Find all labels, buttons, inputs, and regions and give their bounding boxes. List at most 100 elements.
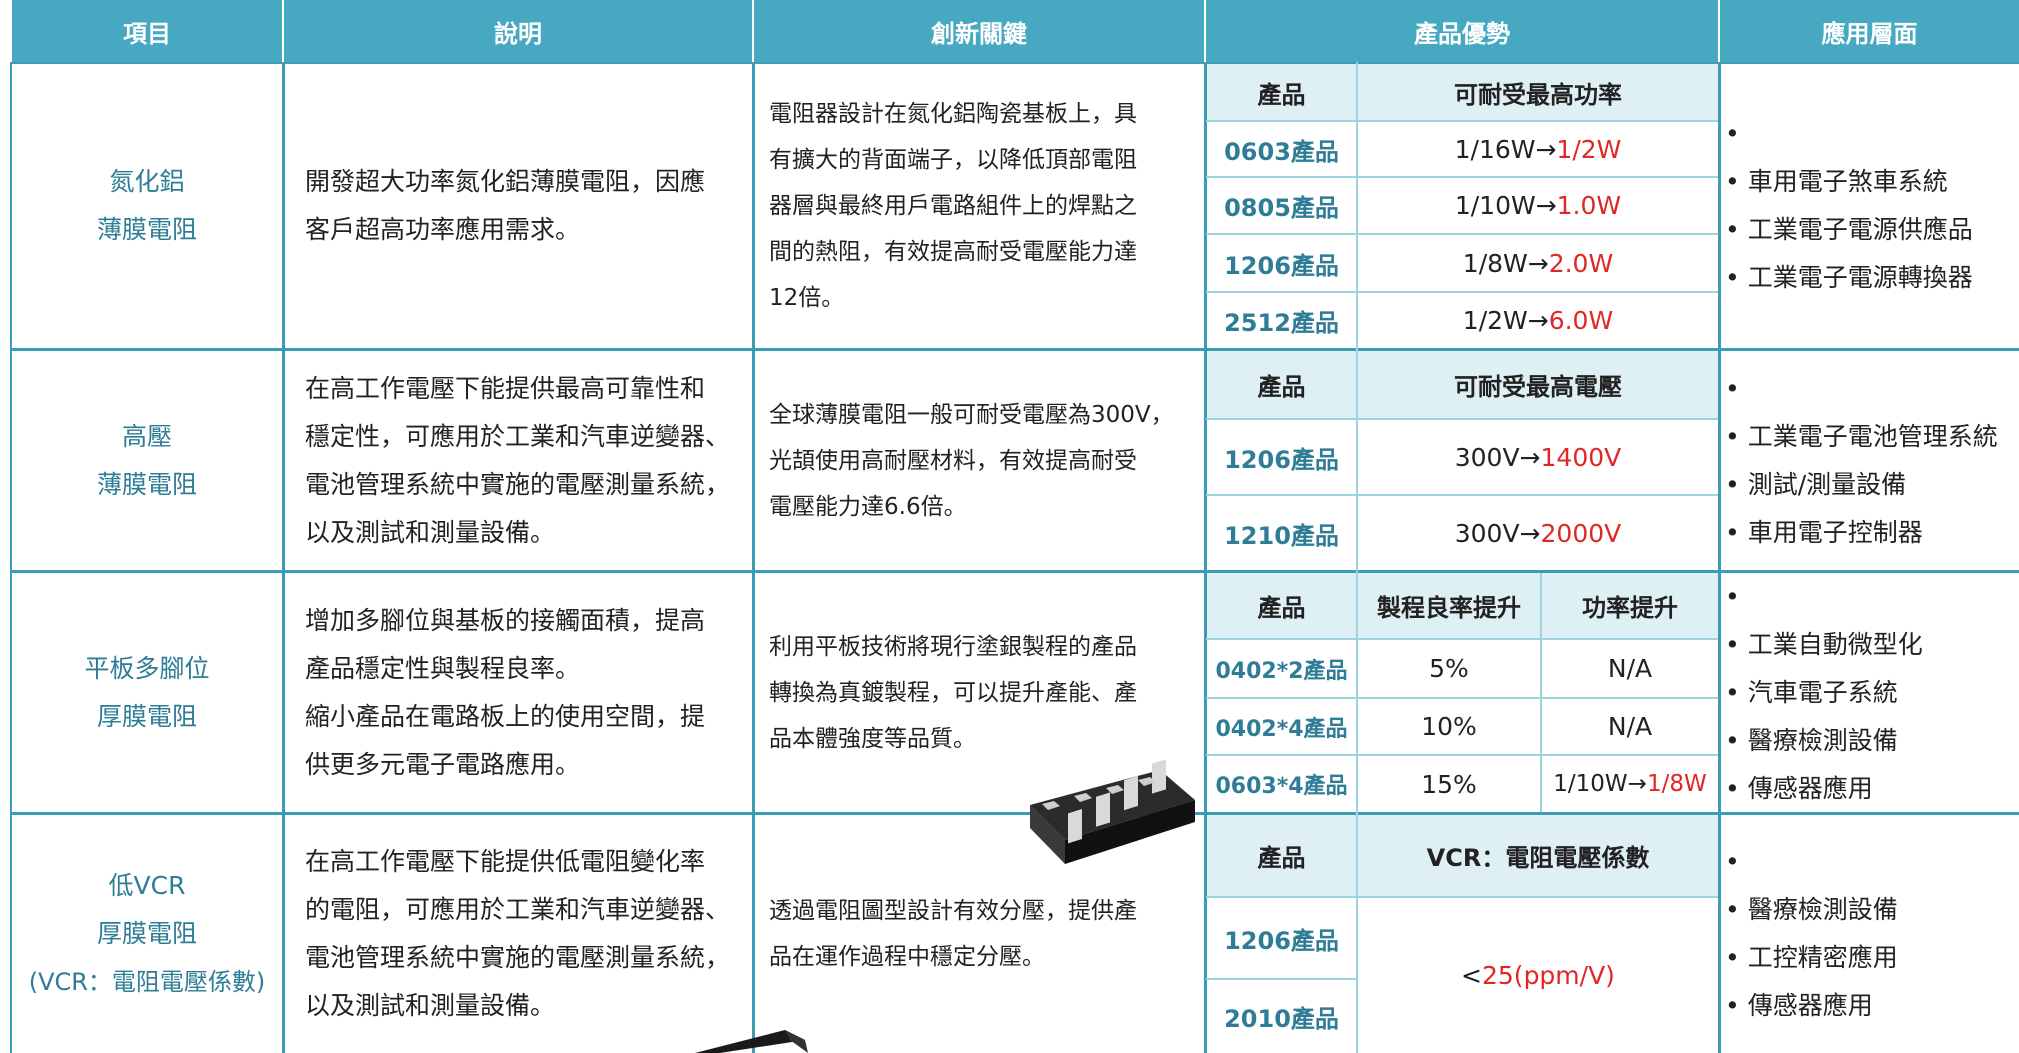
subtable-line	[1206, 176, 1718, 178]
item-name: 低VCR	[108, 871, 186, 900]
application-cell: 車用電子煞車系統 工業電子電源供應品 工業電子電源轉換器	[1721, 64, 2019, 348]
power-value: 1/10W→1/8W	[1553, 771, 1707, 797]
description-line: 的電阻，可應用於工業和汽車逆變器、	[305, 895, 731, 924]
item-name: 薄膜電阻	[96, 469, 197, 499]
subtable-header: VCR：電阻電壓係數	[1358, 815, 1718, 896]
item-cell: 平板多腳位 厚膜電阻	[12, 573, 282, 812]
innovation-line: 光頡使用高耐壓材料，有效提高耐受	[769, 447, 1137, 474]
header-item: 項目	[12, 0, 282, 62]
item-name: 厚膜電阻	[96, 701, 197, 731]
resistor-array-chip-icon	[1030, 760, 1195, 864]
column-divider	[10, 62, 12, 1053]
innovation-line: 品在運作過程中穩定分壓。	[769, 944, 1045, 970]
application-item: 醫療檢測設備	[1725, 886, 1898, 934]
voltage-value: 300V→2000V	[1454, 518, 1622, 548]
subtable-header: 可耐受最高電壓	[1358, 351, 1718, 418]
item-name: 平板多腳位	[84, 653, 210, 683]
subtable-divider	[1356, 62, 1358, 1053]
column-divider	[282, 62, 285, 1053]
column-divider	[752, 62, 755, 1053]
subtable-line	[1206, 291, 1718, 293]
header-innovation: 創新關鍵	[754, 0, 1204, 62]
innovation-line: 透過電阻圖型設計有效分壓，提供產	[769, 898, 1137, 924]
subtable-line	[1206, 494, 1718, 496]
item-name: (VCR：電阻電壓係數)	[28, 968, 266, 996]
yield-value: 15%	[1421, 769, 1477, 799]
description-line: 增加多腳位與基板的接觸面積，提高	[305, 605, 706, 635]
application-item: 車用電子煞車系統	[1725, 158, 1973, 206]
subtable-line	[1206, 896, 1718, 898]
innovation-line: 有擴大的背面端子，以降低頂部電阻	[769, 147, 1137, 173]
voltage-value: 300V→1400V	[1454, 442, 1622, 472]
application-item: 醫療檢測設備	[1725, 717, 1923, 765]
application-cell: 工業自動微型化 汽車電子系統 醫療檢測設備 傳感器應用	[1721, 573, 2019, 812]
description-cell: 在高工作電壓下能提供最高可靠性和 穩定性，可應用於工業和汽車逆變器、 電池管理系…	[285, 351, 752, 570]
application-cell: 醫療檢測設備 工控精密應用 傳感器應用	[1721, 815, 2019, 1053]
description-line: 電池管理系統中實施的電壓測量系統，	[305, 943, 731, 972]
description-line: 供更多元電子電路應用。	[305, 749, 581, 779]
subtable-header: 功率提升	[1542, 573, 1718, 638]
application-item: 傳感器應用	[1725, 982, 1898, 1030]
application-item: 傳感器應用	[1725, 765, 1923, 813]
subtable-line	[1206, 697, 1718, 699]
description-line: 縮小產品在電路板上的使用空間，提	[305, 701, 706, 731]
subtable-header: 產品	[1207, 351, 1356, 418]
description-line: 以及測試和測量設備。	[305, 991, 556, 1020]
subtable-header: 製程良率提升	[1358, 573, 1540, 638]
innovation-line: 全球薄膜電阻一般可耐受電壓為300V，	[769, 401, 1174, 428]
subtable-header: 產品	[1207, 815, 1356, 896]
product-code: 1206產品	[1224, 251, 1339, 280]
product-code: 2512產品	[1224, 309, 1339, 337]
subtable-divider	[1540, 573, 1542, 812]
innovation-line: 品本體強度等品質。	[769, 725, 976, 752]
innovation-cell: 全球薄膜電阻一般可耐受電壓為300V， 光頡使用高耐壓材料，有效提高耐受 電壓能…	[755, 351, 1204, 570]
subtable-line	[1206, 754, 1718, 756]
application-item: 工業電子電源轉換器	[1725, 254, 1973, 302]
innovation-line: 利用平板技術將現行塗銀製程的產品	[769, 633, 1137, 660]
innovation-line: 電阻器設計在氮化鋁陶瓷基板上，具	[769, 101, 1137, 127]
innovation-cell: 利用平板技術將現行塗銀製程的產品 轉換為真鍍製程，可以提升產能、產 品本體強度等…	[755, 573, 1204, 812]
application-cell: 工業電子電池管理系統 測試/測量設備 車用電子控制器	[1721, 351, 2019, 570]
column-divider	[1718, 62, 1721, 1053]
subtable-line	[1206, 120, 1718, 122]
product-code: 1206產品	[1224, 926, 1339, 955]
application-item: 工業電子電池管理系統	[1725, 413, 1998, 461]
product-code: 1210產品	[1224, 521, 1339, 550]
power-value: N/A	[1607, 654, 1653, 683]
innovation-line: 12倍。	[769, 285, 845, 311]
item-name: 薄膜電阻	[96, 215, 197, 244]
description-line: 產品穩定性與製程良率。	[305, 653, 581, 683]
header-application: 應用層面	[1720, 0, 2019, 62]
product-code: 0805產品	[1224, 194, 1339, 222]
product-code: 2010產品	[1224, 1005, 1339, 1033]
application-item: 車用電子控制器	[1725, 509, 1998, 557]
item-cell: 高壓 薄膜電阻	[12, 351, 282, 570]
header-description: 說明	[284, 0, 752, 62]
subtable-header: 產品	[1207, 64, 1356, 120]
innovation-cell: 電阻器設計在氮化鋁陶瓷基板上，具 有擴大的背面端子，以降低頂部電阻 器層與最終用…	[755, 64, 1204, 348]
item-name: 高壓	[121, 421, 172, 451]
power-value: N/A	[1607, 712, 1653, 741]
subtable-line	[1206, 638, 1718, 640]
subtable-line	[1206, 418, 1718, 420]
description-line: 客戶超高功率應用需求。	[305, 215, 581, 244]
header-advantage: 產品優勢	[1206, 0, 1718, 62]
row-divider	[12, 812, 2019, 815]
subtable-header: 產品	[1207, 573, 1356, 638]
product-code: 0402*4產品	[1215, 716, 1348, 742]
column-divider	[1204, 62, 1207, 1053]
product-code: 0603產品	[1224, 137, 1339, 166]
description-cell: 增加多腳位與基板的接觸面積，提高 產品穩定性與製程良率。 縮小產品在電路板上的使…	[285, 573, 752, 812]
yield-value: 10%	[1421, 712, 1477, 741]
power-value: 1/2W→6.0W	[1462, 306, 1614, 335]
vcr-value: <25(ppm/V)	[1461, 961, 1615, 990]
application-item: 工控精密應用	[1725, 934, 1898, 982]
product-code: 1206產品	[1224, 445, 1339, 474]
innovation-cell: 透過電阻圖型設計有效分壓，提供產 品在運作過程中穩定分壓。	[755, 815, 1204, 1053]
item-name: 氮化鋁	[109, 167, 185, 196]
description-line: 開發超大功率氮化鋁薄膜電阻，因應	[305, 167, 706, 196]
description-line: 穩定性，可應用於工業和汽車逆變器、	[305, 421, 731, 451]
description-line: 在高工作電壓下能提供低電阻變化率	[305, 847, 706, 876]
innovation-line: 器層與最終用戶電路組件上的焊點之	[769, 193, 1137, 219]
